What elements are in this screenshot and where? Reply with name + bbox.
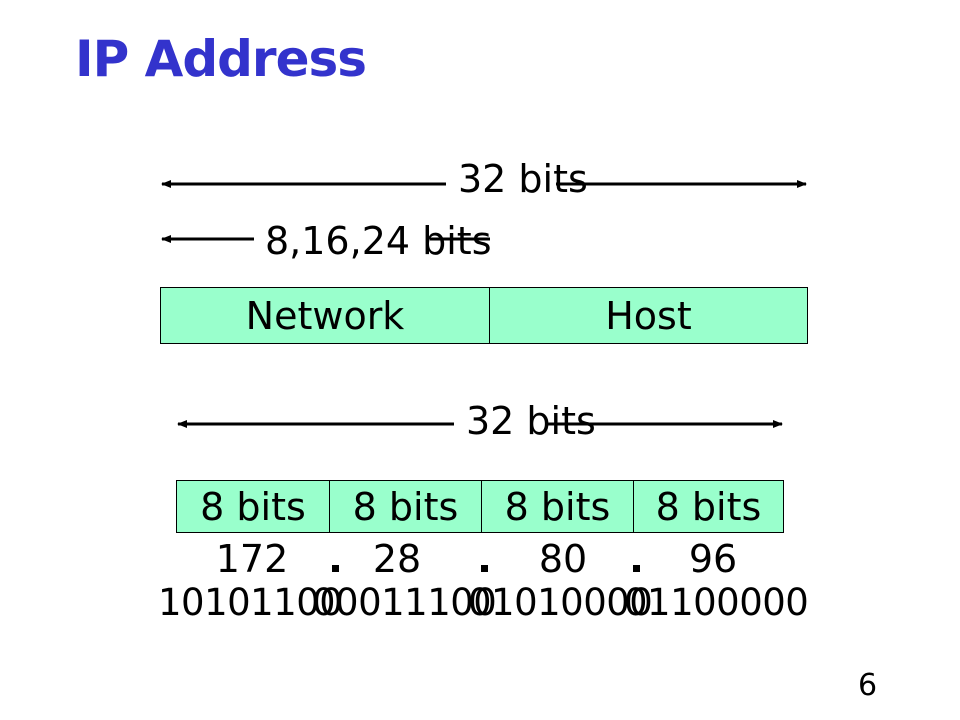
network-field: Network [245,293,405,338]
octet-2-field: 8 bits [329,481,481,532]
octet-1-field: 8 bits [200,484,306,529]
dot-separator [481,565,488,572]
octet-1-decimal: 172 [215,537,289,581]
octet-3-field: 8 bits [481,481,633,532]
dot-separator [332,565,339,572]
host-field: Host [489,288,807,343]
octet-3-binary: 01010000 [468,581,653,624]
octet-2-decimal: 28 [372,537,422,581]
octet-4-decimal: 96 [688,537,738,581]
octet-3-decimal: 80 [538,537,588,581]
octet-1-binary: 10101100 [158,581,343,624]
octet-box: 8 bits 8 bits 8 bits 8 bits [176,480,784,533]
octet-2-binary: 00011100 [312,581,497,624]
octet-4-field: 8 bits [633,481,783,532]
bottom-total-label: 32 bits [466,399,596,443]
page-number: 6 [858,668,878,703]
address-split-box: Network Host [160,287,808,344]
dot-separator [633,565,640,572]
slide-title: IP Address [75,30,367,88]
octet-4-binary: 01100000 [624,581,809,624]
network-length-label: 8,16,24 bits [265,219,492,263]
top-total-label: 32 bits [458,157,588,201]
